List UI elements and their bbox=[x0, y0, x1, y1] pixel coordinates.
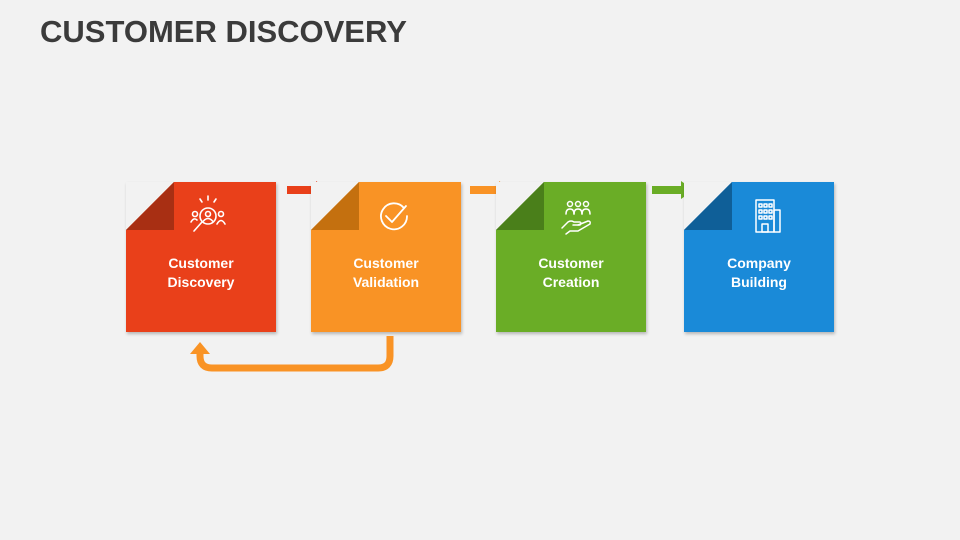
step-label: Customer Creation bbox=[496, 254, 646, 292]
step-label-line2: Building bbox=[731, 274, 787, 290]
search-users-icon bbox=[190, 195, 226, 232]
step-label-line2: Discovery bbox=[167, 274, 235, 290]
step-label: Company Building bbox=[684, 254, 834, 292]
card-fold bbox=[126, 182, 174, 230]
feedback-loop-arrow bbox=[190, 336, 394, 372]
card-fold bbox=[684, 182, 732, 230]
step-label-line2: Creation bbox=[542, 274, 600, 290]
step-label-line1: Customer bbox=[168, 255, 234, 271]
step-label-line1: Customer bbox=[353, 255, 419, 271]
step-card-customer-validation: Customer Validation bbox=[311, 182, 461, 332]
check-badge-icon bbox=[380, 202, 408, 231]
page-title: CUSTOMER DISCOVERY bbox=[40, 14, 407, 49]
card-fold bbox=[496, 182, 544, 230]
hand-group-icon bbox=[561, 200, 591, 235]
step-label-line1: Company bbox=[727, 255, 791, 271]
building-icon bbox=[755, 199, 781, 233]
step-label: Customer Validation bbox=[311, 254, 461, 292]
step-card-customer-discovery: Customer Discovery bbox=[126, 182, 276, 332]
card-fold bbox=[311, 182, 359, 230]
step-label-line1: Customer bbox=[538, 255, 604, 271]
step-card-customer-creation: Customer Creation bbox=[496, 182, 646, 332]
step-label-line2: Validation bbox=[352, 274, 420, 290]
step-label: Customer Discovery bbox=[126, 254, 276, 292]
step-card-company-building: Company Building bbox=[684, 182, 834, 332]
